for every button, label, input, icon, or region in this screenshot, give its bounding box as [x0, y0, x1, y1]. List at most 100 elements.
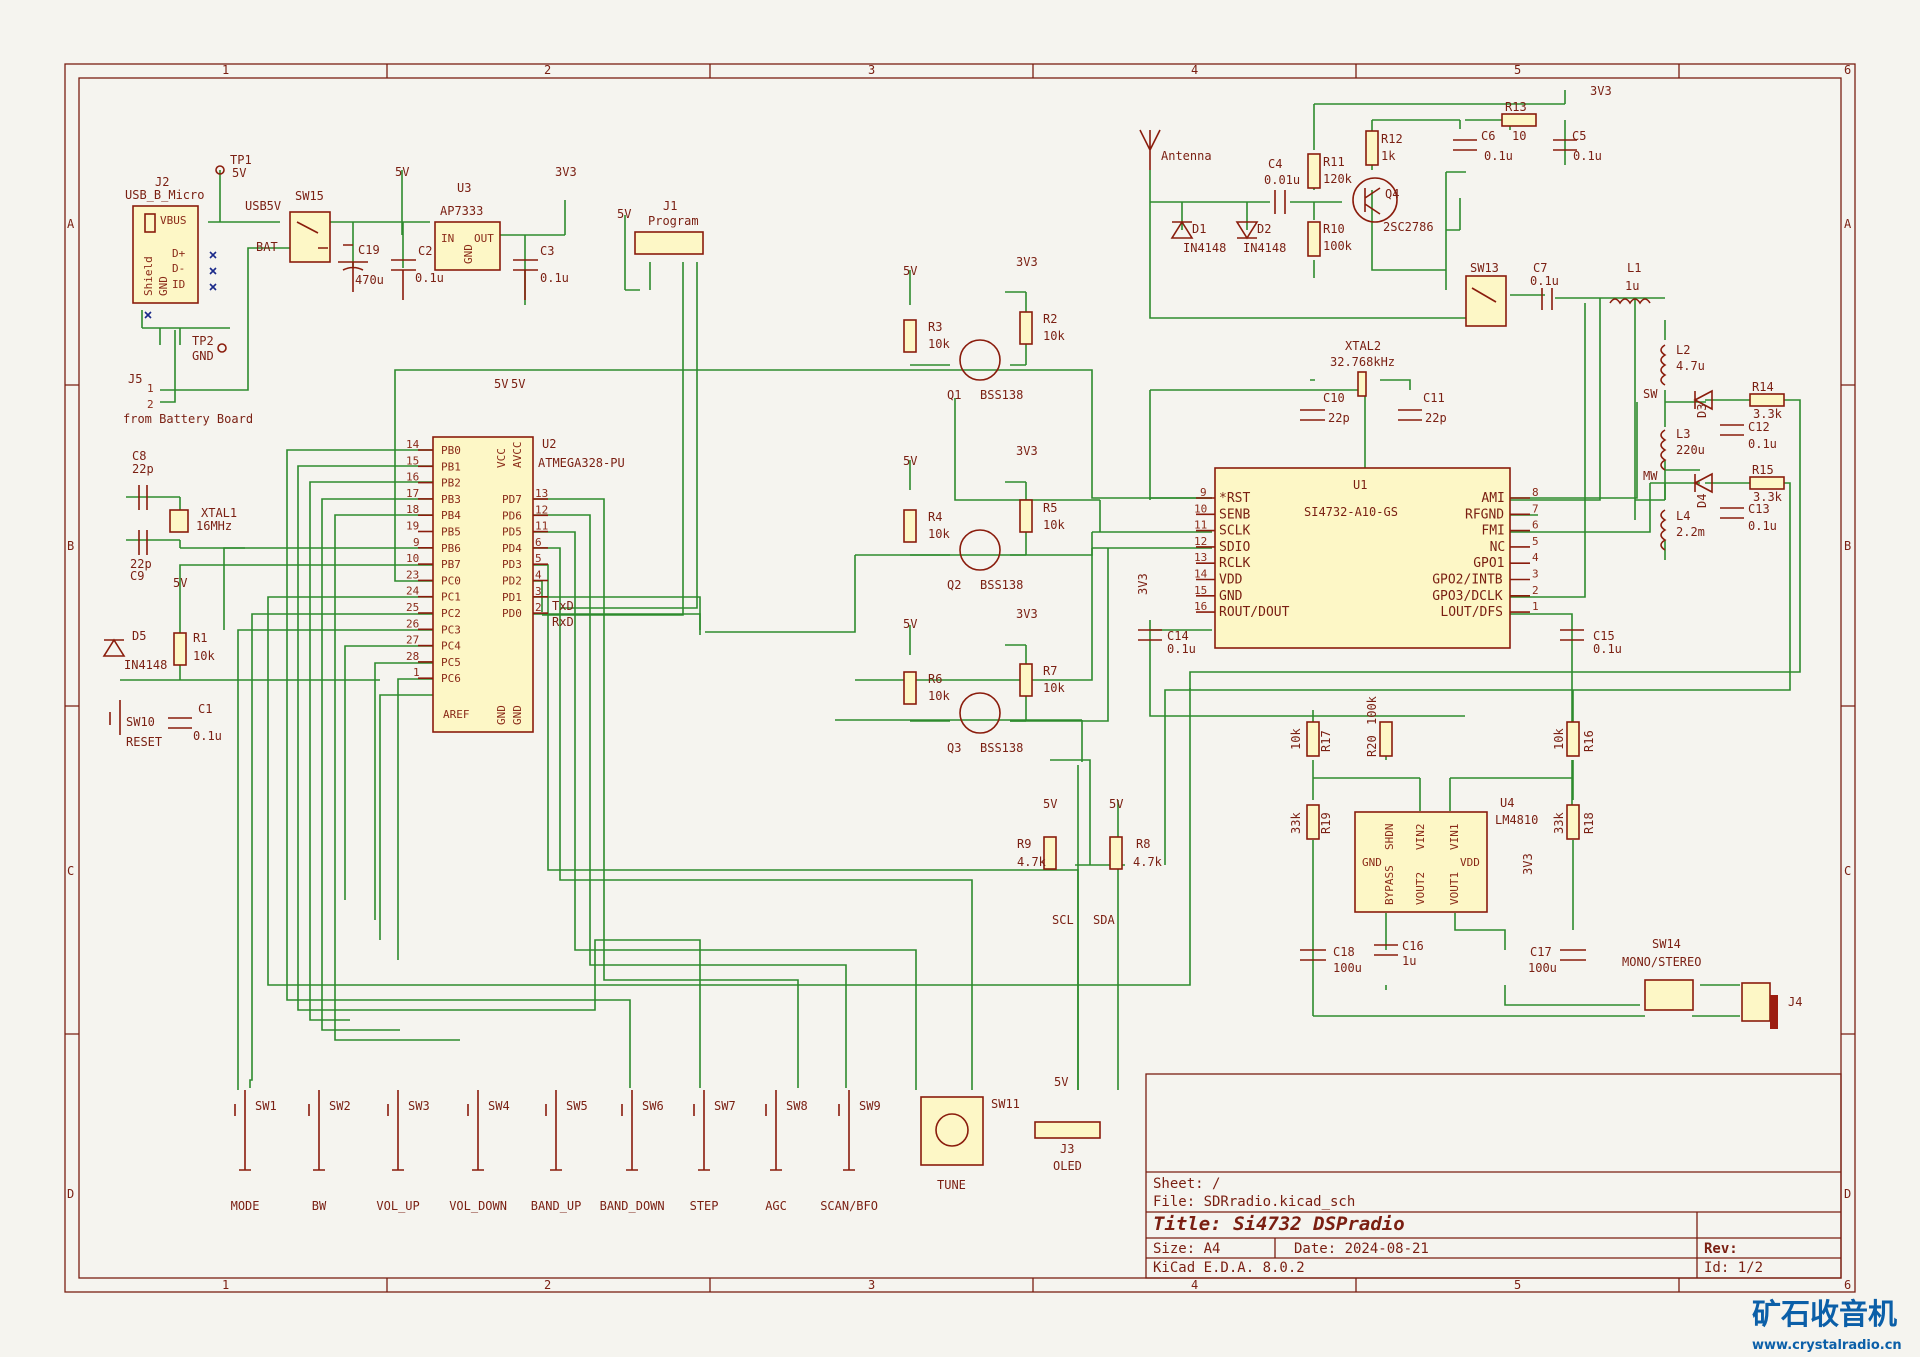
svg-text:0.1u: 0.1u	[1748, 519, 1777, 533]
svg-text:32.768kHz: 32.768kHz	[1330, 355, 1395, 369]
svg-text:SW11: SW11	[991, 1097, 1020, 1111]
c14-c15: C14 0.1u C15 0.1u	[1138, 629, 1622, 656]
frame-row-label: D	[67, 1187, 74, 1201]
svg-text:220u: 220u	[1676, 443, 1705, 457]
tb-tool: KiCad E.D.A. 8.0.2	[1153, 1260, 1305, 1276]
u2-pin-name: PD0	[502, 607, 522, 620]
u1-pin-number: 5	[1532, 535, 1539, 548]
svg-text:R19: R19	[1319, 812, 1333, 834]
svg-text:C2: C2	[418, 244, 432, 258]
svg-text:VOUT1: VOUT1	[1448, 872, 1461, 905]
svg-text:100k: 100k	[1365, 695, 1379, 725]
u2-pin-name: PC0	[441, 574, 461, 587]
svg-text:470u: 470u	[355, 273, 384, 287]
svg-text:AP7333: AP7333	[440, 204, 483, 218]
svg-text:R4: R4	[928, 510, 942, 524]
svg-text:VIN1: VIN1	[1448, 824, 1461, 851]
svg-text:VOUT2: VOUT2	[1414, 872, 1427, 905]
svg-text:R9: R9	[1017, 837, 1031, 851]
level-shifter-q3: R6 10k R7 10k Q3 BSS138	[903, 663, 1065, 755]
svg-text:C11: C11	[1423, 391, 1445, 405]
power-labels: 5V 3V3 5V 5V 5V 5V 3V3 5V 3V3 5V 3V3 5V …	[173, 84, 1612, 1089]
svg-text:C13: C13	[1748, 502, 1770, 516]
frame-col-label: 3	[868, 1278, 875, 1292]
svg-text:J2: J2	[155, 175, 169, 189]
svg-text:www.crystalradio.cn: www.crystalradio.cn	[1752, 1338, 1902, 1353]
svg-text:GND: GND	[192, 349, 214, 363]
svg-text:C8: C8	[132, 449, 146, 463]
svg-text:U4: U4	[1500, 796, 1514, 810]
svg-text:SI4732-A10-GS: SI4732-A10-GS	[1304, 505, 1398, 519]
sw13: SW13	[1465, 261, 1507, 327]
svg-text:GND: GND	[511, 705, 524, 725]
u2-pin-number: 25	[406, 601, 419, 614]
button-label: BW	[312, 1199, 327, 1213]
svg-text:Q1: Q1	[947, 388, 961, 402]
svg-text:3V3: 3V3	[555, 165, 577, 179]
c2: C2 0.1u	[391, 244, 444, 300]
svg-text:C3: C3	[540, 244, 554, 258]
svg-text:1: 1	[147, 382, 154, 395]
u2-pin-name: PB4	[441, 509, 461, 522]
frame-row-label: D	[1844, 1187, 1851, 1201]
c10-c11: C10 22p C11 22p	[1300, 391, 1447, 425]
svg-text:C12: C12	[1748, 420, 1770, 434]
u2-pin-number: 3	[535, 585, 542, 598]
button-label: VOL_UP	[376, 1199, 419, 1213]
svg-text:10k: 10k	[1552, 728, 1566, 750]
u2-pin-name: PD6	[502, 509, 522, 522]
u2-pin-number: 26	[406, 617, 419, 630]
u1-pin-number: 2	[1532, 584, 1539, 597]
svg-text:R15: R15	[1752, 463, 1774, 477]
svg-text:4.7k: 4.7k	[1017, 855, 1047, 869]
svg-text:C7: C7	[1533, 261, 1547, 275]
svg-text:XTAL2: XTAL2	[1345, 339, 1381, 353]
svg-text:LM4810: LM4810	[1495, 813, 1538, 827]
svg-text:XTAL1: XTAL1	[201, 506, 237, 520]
u1-pin-number: 4	[1532, 551, 1539, 564]
amp-resistors: R17 10k R20 100k R16 10k R19 33k R18 33k	[1289, 695, 1596, 840]
u2-pin-number: 6	[535, 536, 542, 549]
frame-col-label: 2	[544, 1278, 551, 1292]
tb-date: Date: 2024-08-21	[1294, 1241, 1429, 1257]
j4-audio-jack: J4	[1741, 982, 1802, 1029]
frame-col-label: 6	[1844, 1278, 1851, 1292]
u2-pin-number: 2	[535, 601, 542, 614]
svg-text:3V3: 3V3	[1521, 853, 1535, 875]
svg-text:RxD: RxD	[552, 615, 574, 629]
frame-col-label: 1	[222, 1278, 229, 1292]
u1-pin-name: FMI	[1481, 524, 1504, 539]
u2-pin-number: 12	[535, 503, 548, 516]
u1-pin-name: NC	[1490, 540, 1506, 555]
svg-text:5V: 5V	[232, 166, 246, 180]
button-ref: SW7	[714, 1099, 736, 1113]
svg-text:Antenna: Antenna	[1161, 149, 1212, 163]
u1-pin-name: RCLK	[1219, 556, 1250, 571]
u2-pin-name: PB6	[441, 542, 461, 555]
svg-text:5V: 5V	[511, 377, 525, 391]
c8: C8 22p	[132, 449, 154, 510]
tp1: TP1 5V	[215, 153, 252, 180]
svg-text:AVCC: AVCC	[511, 442, 524, 469]
u1-pin-number: 12	[1194, 535, 1207, 548]
svg-text:2SC2786: 2SC2786	[1383, 220, 1434, 234]
u1-pin-number: 3	[1532, 568, 1539, 581]
svg-text:0.1u: 0.1u	[1167, 642, 1196, 656]
svg-text:10k: 10k	[1043, 518, 1065, 532]
frame-col-label: 4	[1191, 63, 1198, 77]
svg-text:R5: R5	[1043, 501, 1057, 515]
svg-text:TP2: TP2	[192, 334, 214, 348]
u2-pin-number: 9	[413, 536, 420, 549]
u1-pin-number: 8	[1532, 486, 1539, 499]
svg-text:J4: J4	[1788, 995, 1802, 1009]
svg-text:R1: R1	[193, 631, 207, 645]
frame-col-label: 4	[1191, 1278, 1198, 1292]
watermark-logo: 矿石收音机 www.crystalradio.cn	[1752, 1297, 1902, 1353]
u2-pin-number: 24	[406, 585, 420, 598]
svg-text:from Battery Board: from Battery Board	[123, 412, 253, 426]
tp2: TP2 GND	[192, 334, 227, 363]
